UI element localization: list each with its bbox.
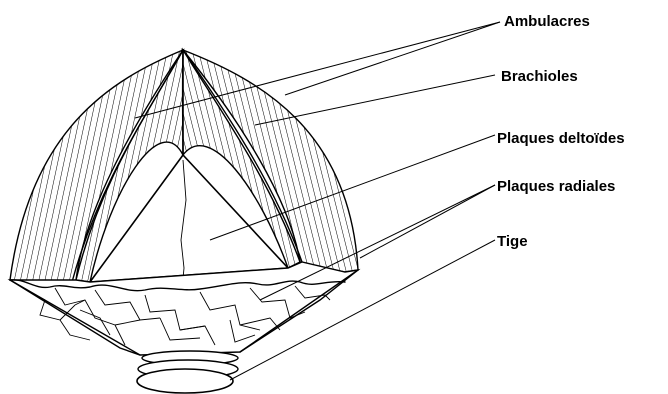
label-ambulacres: Ambulacres [504, 13, 590, 30]
label-plaques-radiales: Plaques radiales [497, 178, 615, 195]
stem [137, 351, 238, 393]
label-tige: Tige [497, 233, 528, 250]
label-plaques-deltoides: Plaques deltoïdes [497, 130, 625, 147]
label-brachioles: Brachioles [501, 68, 578, 85]
